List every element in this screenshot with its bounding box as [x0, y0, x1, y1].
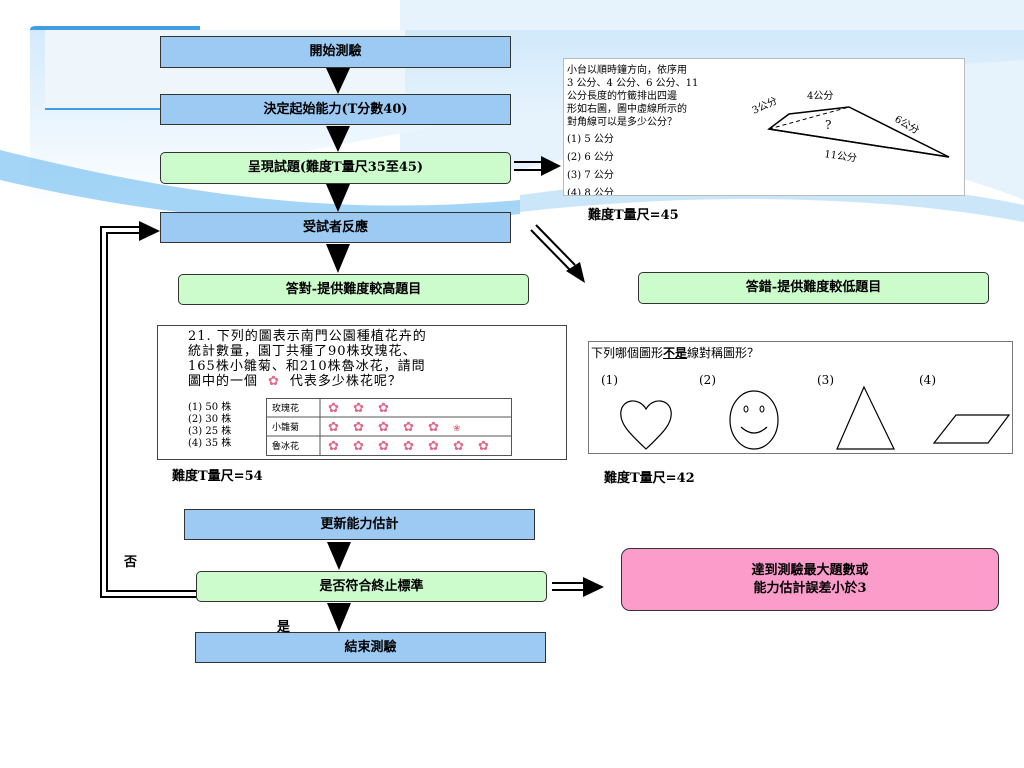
- q42-suffix: 線對稱圖形？: [687, 346, 760, 360]
- down-arrow: [326, 184, 350, 212]
- down-arrow: [326, 126, 350, 152]
- heart-shape: [620, 400, 672, 450]
- down-arrow: [326, 244, 350, 273]
- yes-label: 是: [277, 620, 291, 635]
- q42-difficulty: 難度T量尺=42: [604, 471, 695, 486]
- q45-option: (4) 8 公分: [567, 188, 614, 196]
- flower-name: 小雛菊: [272, 421, 299, 433]
- initial-ability-box: 決定起始能力(T分數40): [160, 94, 511, 125]
- option-2: (2): [699, 373, 716, 387]
- stop-rule-line2: 能力估計誤差小於3: [753, 580, 867, 596]
- flower-icon: ✿: [403, 420, 414, 435]
- present-item-box: 呈現試題(難度T量尺35至45): [160, 152, 511, 184]
- smiley-face-shape: [729, 390, 779, 450]
- flower-icon: ✿: [353, 401, 364, 416]
- start-label: 開始測驗: [309, 44, 362, 59]
- flower-icon: ✿: [328, 420, 339, 435]
- stop-rule-box: 達到測驗最大題數或 能力估計誤差小於3: [621, 548, 999, 611]
- present-item-label: 呈現試題(難度T量尺35至45): [247, 160, 424, 175]
- flower-icon: ✿: [328, 439, 339, 454]
- end-test-box: 結束測驗: [195, 632, 546, 663]
- down-arrow: [326, 68, 350, 94]
- parallelogram-shape: [932, 414, 1011, 444]
- update-ability-box: 更新能力估計: [184, 509, 535, 540]
- update-ability-label: 更新能力估計: [320, 516, 399, 532]
- down-arrow: [327, 603, 351, 632]
- examinee-response-label: 受試者反應: [302, 219, 368, 235]
- q42-prefix: 下列哪個圖形: [591, 346, 664, 360]
- q54-option: (3) 25 株: [188, 426, 232, 437]
- flower-icon: ✿: [428, 420, 439, 435]
- triangle-shape: [836, 385, 895, 450]
- q45-line: 形如右圖，圖中虛線所示的: [567, 104, 687, 115]
- flower-name: 玫瑰花: [272, 402, 299, 414]
- q45-difficulty: 難度T量尺=45: [588, 208, 679, 223]
- flower-icon: ✿: [378, 401, 389, 416]
- flower-name: 魯冰花: [272, 440, 299, 452]
- q45-line: 對角線可以是多少公分？: [567, 117, 677, 128]
- q45-line: 公分長度的竹籤排出四邊: [567, 91, 677, 102]
- example-item-q45: 小台以順時鐘方向，依序用 3 公分、4 公分、6 公分、11 公分長度的竹籤排出…: [563, 58, 965, 196]
- down-arrow: [327, 542, 351, 570]
- stop-criterion-label: 是否符合終止標準: [319, 578, 424, 594]
- stop-criterion-box: 是否符合終止標準: [196, 571, 547, 602]
- q54-line: 統計數量，園丁共種了90株玫瑰花、: [188, 344, 417, 359]
- side-label-d: 11公分: [824, 148, 858, 164]
- start-box: 開始測驗: [160, 36, 511, 68]
- flower-icon: ✿: [328, 401, 339, 416]
- correct-branch-label: 答對-提供難度較高題目: [285, 281, 422, 297]
- example-item-q54: 21. 下列的圖表示南門公園種植花卉的 統計數量，園丁共種了90株玫瑰花、 16…: [157, 325, 567, 460]
- q45-option: (2) 6 公分: [567, 152, 614, 163]
- q54-line: 165株小雛菊、和210株魯冰花，請問: [188, 359, 426, 374]
- q42-emphasis: 不是: [663, 346, 688, 360]
- double-arrow-right: [514, 161, 542, 171]
- correct-branch-box: 答對-提供難度較高題目: [178, 274, 529, 305]
- option-4: (4): [919, 373, 936, 387]
- option-1: (1): [601, 373, 618, 387]
- option-3: (3): [817, 373, 834, 387]
- flower-icon: ✿: [453, 439, 464, 454]
- wrong-branch-box: 答錯-提供難度較低題目: [638, 272, 989, 304]
- q54-line: 21. 下列的圖表示南門公園種植花卉的: [188, 329, 427, 344]
- q54-option: (1) 50 株: [188, 402, 232, 413]
- flower-icon: ✿: [353, 439, 364, 454]
- shapes-figure: (1) (2) (3) (4): [601, 373, 1011, 450]
- q54-option: (2) 30 株: [188, 414, 232, 425]
- q45-line: 3 公分、4 公分、6 公分、11: [567, 78, 699, 89]
- flower-icon: ✿: [403, 439, 414, 454]
- q45-option: (3) 7 公分: [567, 170, 614, 181]
- q45-line: 小台以順時鐘方向，依序用: [567, 65, 687, 76]
- pictograph-table: 玫瑰花 ✿ ✿ ✿ 小雛菊 ✿ ✿ ✿ ✿ ✿ ❀ 魯冰花 ✿ ✿ ✿ ✿ ✿ ✿ ✿: [266, 398, 512, 456]
- wrong-branch-label: 答錯-提供難度較低題目: [745, 280, 882, 295]
- initial-ability-label: 決定起始能力(T分數40): [263, 101, 408, 117]
- q54-line: 代表多少株花呢？: [289, 374, 402, 389]
- flower-icon: ✿: [353, 420, 364, 435]
- example-item-q42: 下列哪個圖形不是線對稱圖形？ (1) (2) (3) (4): [588, 341, 1013, 454]
- examinee-response-box: 受試者反應: [160, 212, 511, 243]
- no-label: 否: [124, 555, 138, 570]
- q45-option: (1) 5 公分: [567, 134, 614, 145]
- half-flower-icon: ❀: [453, 424, 461, 434]
- side-label-c: 6公分: [893, 113, 922, 137]
- flower-icon: ✿: [378, 439, 389, 454]
- flower-icon: ✿: [268, 374, 280, 389]
- flower-icon: ✿: [478, 439, 489, 454]
- flower-icon: ✿: [428, 439, 439, 454]
- stop-rule-line1: 達到測驗最大題數或: [751, 562, 869, 578]
- q54-option: (4) 35 株: [188, 438, 232, 449]
- flower-icon: ✿: [378, 420, 389, 435]
- q54-line: 圖中的一個: [188, 374, 259, 389]
- unknown-label: ?: [825, 118, 831, 132]
- end-test-label: 結束測驗: [344, 639, 397, 655]
- quadrilateral-figure: 3公分 4公分 6公分 11公分 ?: [750, 90, 950, 165]
- side-label-a: 3公分: [750, 95, 779, 117]
- side-label-b: 4公分: [807, 90, 833, 102]
- q54-difficulty: 難度T量尺=54: [172, 469, 263, 484]
